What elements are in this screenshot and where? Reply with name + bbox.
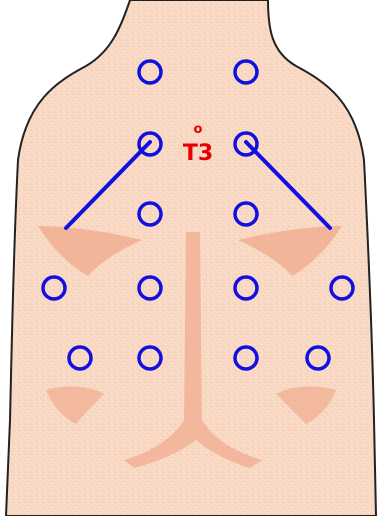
t3-marker-dot: o <box>194 122 203 137</box>
t3-label: T3 <box>183 141 213 166</box>
